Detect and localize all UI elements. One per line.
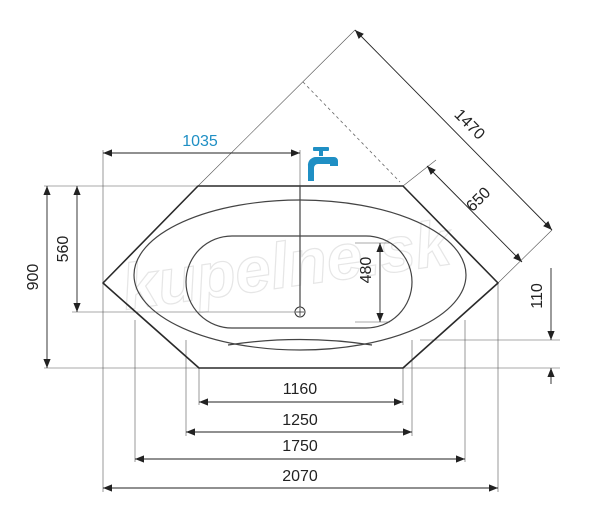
dim-label-1470: 1470 bbox=[451, 106, 488, 143]
dim-label-560: 560 bbox=[55, 236, 72, 263]
dim-label-1750: 1750 bbox=[282, 438, 318, 455]
dim-label-110: 110 bbox=[529, 283, 546, 309]
dim-label-650: 650 bbox=[463, 184, 494, 215]
dim-label-1035: 1035 bbox=[182, 133, 218, 150]
dim-label-900: 900 bbox=[25, 264, 42, 291]
dim-label-1160: 1160 bbox=[283, 381, 318, 398]
drain-icon bbox=[294, 306, 306, 318]
dim-label-480: 480 bbox=[358, 257, 375, 284]
dimension-lines bbox=[43, 29, 555, 492]
dim-line-1470 bbox=[354, 29, 553, 231]
faucet-icon bbox=[307, 147, 338, 181]
tub-front-curve bbox=[227, 338, 373, 346]
dim-label-1250: 1250 bbox=[282, 412, 318, 429]
dim-line-650 bbox=[426, 165, 523, 263]
dim-label-2070: 2070 bbox=[282, 468, 318, 485]
watermark: kupelne.sk bbox=[117, 206, 458, 324]
tub-basin bbox=[185, 235, 413, 329]
